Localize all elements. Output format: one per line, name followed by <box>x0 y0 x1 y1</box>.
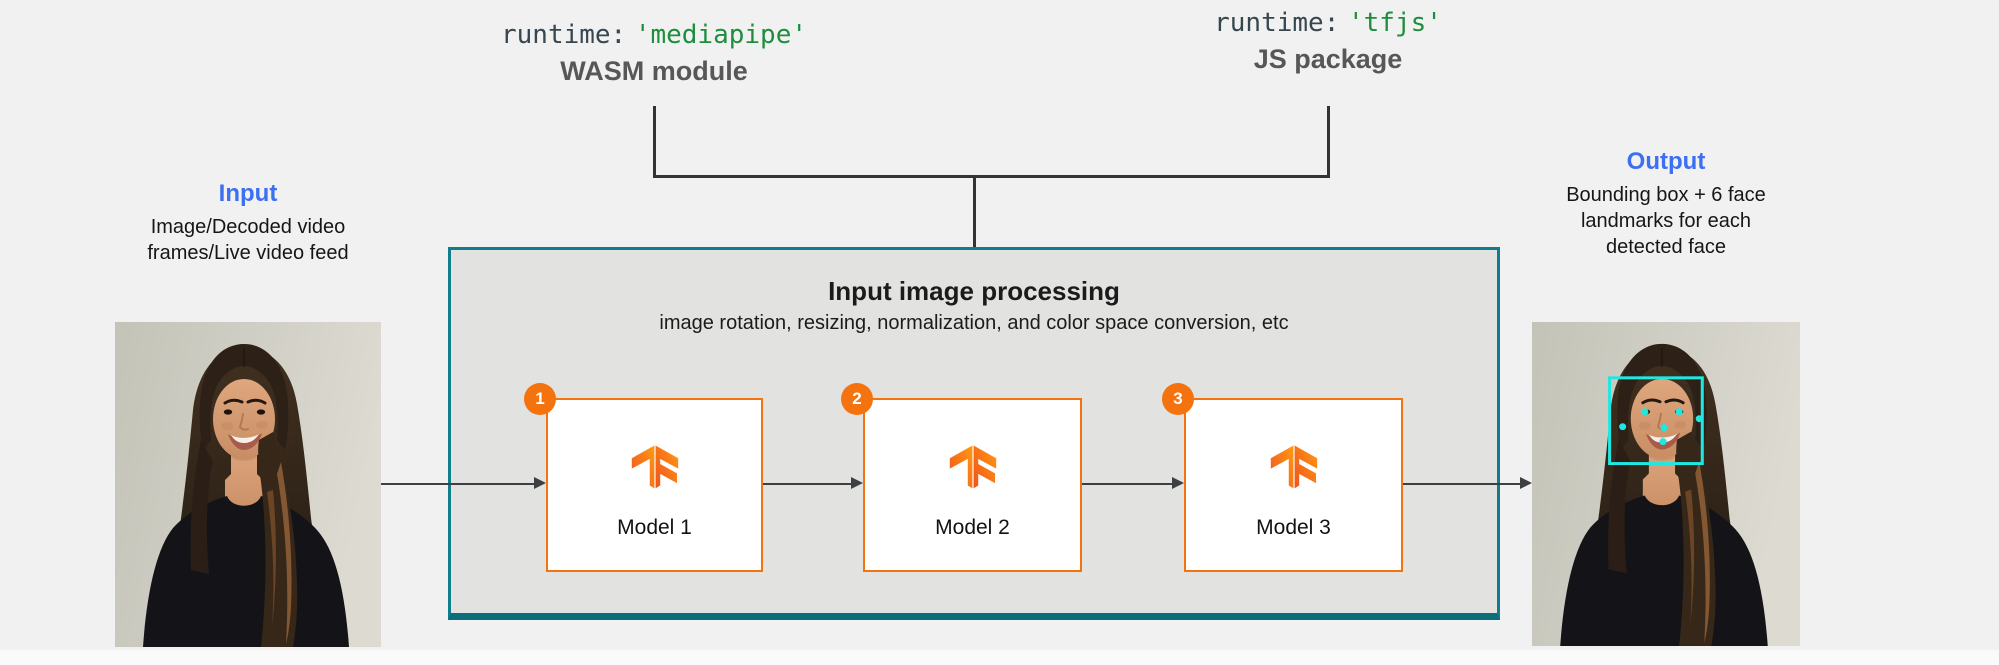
model-label: Model 3 <box>1256 516 1331 539</box>
face-bounding-box <box>1608 376 1704 466</box>
output-label-block: Output Bounding box + 6 face landmarks f… <box>1506 148 1826 260</box>
bottom-strip <box>0 650 1999 665</box>
runtime-label-mediapipe: runtime:'mediapipe' WASM module <box>414 20 894 87</box>
model-1-box: 1 Model 1 <box>524 383 763 572</box>
bracket-horizontal-line <box>653 175 1330 178</box>
code-prefix: runtime: <box>500 20 627 50</box>
face-landmark-dot <box>1675 408 1683 416</box>
step-badge: 2 <box>841 383 873 415</box>
processing-subtitle: image rotation, resizing, normalization,… <box>659 312 1289 334</box>
runtime-label-tfjs: runtime:'tfjs' JS package <box>1088 8 1568 75</box>
portrait-photo <box>1532 322 1800 646</box>
output-line: detected face <box>1605 236 1727 258</box>
model-3-box: 3 Model 3 <box>1162 383 1403 572</box>
processing-title: Input image processing <box>828 276 1120 306</box>
input-line: Image/Decoded video <box>150 216 346 238</box>
model-label: Model 1 <box>617 516 692 539</box>
face-detection-overlay <box>1608 376 1704 466</box>
bracket-drop-line <box>973 175 976 249</box>
input-line: frames/Live video feed <box>147 242 349 264</box>
output-line: landmarks for each <box>1580 210 1752 232</box>
code-value: 'mediapipe' <box>634 20 807 50</box>
tensorflow-logo-icon <box>1270 445 1317 489</box>
code-prefix: runtime: <box>1214 8 1340 38</box>
bracket-right-line <box>1327 106 1330 177</box>
step-badge: 3 <box>1162 383 1194 415</box>
face-landmark-dot <box>1660 424 1668 432</box>
runtime-caption: WASM module <box>560 56 748 86</box>
output-line: Bounding box + 6 face <box>1566 184 1766 206</box>
tensorflow-logo-icon <box>631 445 678 489</box>
flow-arrow-model3-to-output <box>1403 476 1532 489</box>
step-badge: 1 <box>524 383 556 415</box>
runtime-code: runtime:'mediapipe' <box>414 20 894 50</box>
model-2-box: 2 Model 2 <box>841 383 1082 572</box>
face-landmark-dot <box>1641 408 1649 416</box>
face-landmark-dot <box>1619 423 1627 431</box>
face-landmark-dot <box>1659 438 1667 446</box>
runtime-caption: JS package <box>1253 44 1403 74</box>
input-photo <box>115 322 381 647</box>
bracket-left-line <box>653 106 656 177</box>
flow-arrow-input-to-model1 <box>381 476 546 489</box>
portrait-photo <box>115 322 381 647</box>
tensorflow-logo-icon <box>949 445 996 489</box>
code-value: 'tfjs' <box>1347 8 1442 38</box>
flow-arrow-model2-to-model3 <box>1082 476 1184 489</box>
output-photo <box>1532 322 1800 646</box>
runtime-code: runtime:'tfjs' <box>1088 8 1568 38</box>
model-label: Model 2 <box>935 516 1010 539</box>
flow-arrow-model1-to-model2 <box>763 476 863 489</box>
input-title: Input <box>218 180 278 207</box>
output-title: Output <box>1626 148 1706 175</box>
input-label-block: Input Image/Decoded video frames/Live vi… <box>88 180 408 266</box>
face-landmark-dot <box>1695 415 1703 423</box>
